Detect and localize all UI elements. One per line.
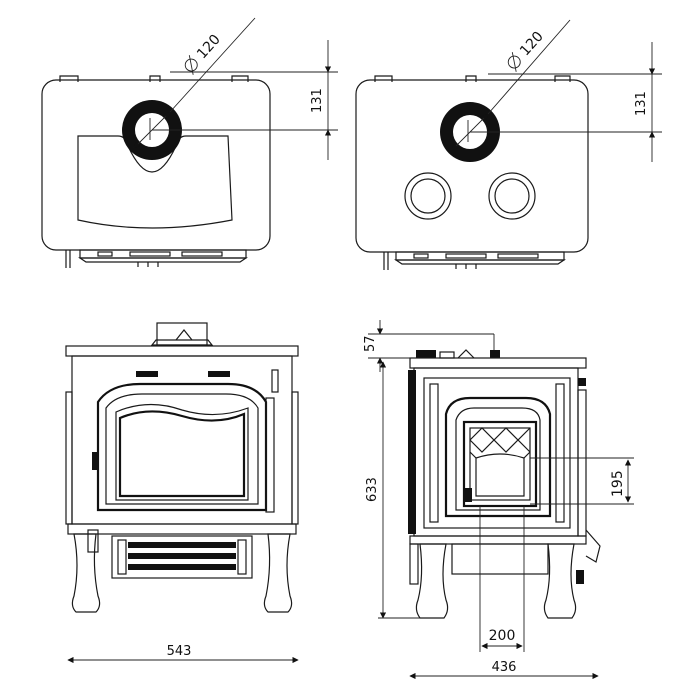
door-glass bbox=[115, 403, 249, 501]
front-top-plate bbox=[65, 345, 299, 357]
air-control-pins bbox=[137, 262, 159, 267]
vent-right bbox=[208, 371, 230, 377]
rear-panel bbox=[408, 370, 416, 534]
width-label: 543 bbox=[167, 644, 192, 659]
front-edge-column bbox=[577, 389, 587, 537]
diameter-symbol-icon bbox=[184, 58, 198, 72]
right-side-pillar bbox=[291, 391, 299, 525]
side-window bbox=[462, 420, 538, 508]
side-door-inner bbox=[455, 407, 541, 511]
drawer-slot-2 bbox=[128, 553, 236, 559]
top-ridge-bumps bbox=[59, 75, 249, 82]
ash-handle bbox=[65, 250, 71, 268]
left-side-pillar bbox=[65, 391, 73, 525]
flue-diameter-leader-right bbox=[487, 19, 571, 115]
side-view: 57 633 195 200 436 bbox=[363, 320, 634, 680]
door-hinge-column bbox=[265, 397, 275, 513]
vent-left bbox=[136, 371, 158, 377]
front-lip-right bbox=[395, 251, 565, 261]
front-lip bbox=[79, 249, 247, 259]
leg-spacing-label: 200 bbox=[489, 628, 516, 644]
ash-pan-drawer bbox=[111, 535, 253, 579]
hotplate-left bbox=[404, 172, 452, 220]
flue-offset-label: 131 bbox=[310, 88, 325, 113]
side-drawer bbox=[451, 543, 549, 575]
window-height-label: 195 bbox=[610, 470, 626, 497]
depth-label: 436 bbox=[492, 660, 517, 675]
total-height-label: 633 bbox=[365, 477, 380, 502]
ash-handle-right bbox=[383, 252, 389, 270]
front-body bbox=[71, 355, 293, 525]
door-inner-frame bbox=[105, 393, 259, 505]
door-glass-inner bbox=[118, 410, 246, 498]
side-panel-inner bbox=[423, 377, 571, 529]
ash-handle-side bbox=[585, 529, 601, 563]
door-frame bbox=[96, 382, 268, 512]
flue-diameter-leader bbox=[169, 17, 256, 113]
top-view-right: 120 131 bbox=[355, 19, 662, 270]
front-leg-right bbox=[263, 533, 293, 613]
side-body bbox=[413, 367, 579, 537]
window-lattice bbox=[469, 427, 531, 459]
top-height-label: 57 bbox=[363, 335, 378, 352]
side-base-plate bbox=[409, 535, 587, 545]
door-handle bbox=[92, 452, 98, 470]
flue-diameter-label-right: 120 bbox=[517, 29, 547, 60]
side-top-plate bbox=[409, 357, 587, 369]
side-door-latch bbox=[464, 488, 472, 502]
top-view-left: 120 131 bbox=[41, 17, 338, 268]
front-base-plate bbox=[67, 523, 297, 535]
flue-offset-label-right: 131 bbox=[634, 91, 649, 116]
side-leg-front bbox=[543, 543, 577, 619]
side-leg-rear bbox=[415, 543, 449, 619]
front-leg-left bbox=[71, 533, 101, 613]
front-view: 543 bbox=[65, 322, 299, 664]
top-ridge-bumps-right bbox=[374, 75, 571, 82]
hotplate-left-inner bbox=[410, 178, 446, 214]
hotplate-right-inner bbox=[494, 178, 530, 214]
drawer-slot-3 bbox=[128, 564, 236, 570]
diameter-symbol-icon-right bbox=[507, 55, 521, 69]
side-door-frame bbox=[444, 396, 552, 518]
flue-outlet bbox=[156, 322, 208, 346]
rear-heat-shield-top bbox=[416, 350, 436, 358]
drawer-slot-1 bbox=[128, 542, 236, 548]
hotplate-right bbox=[488, 172, 536, 220]
